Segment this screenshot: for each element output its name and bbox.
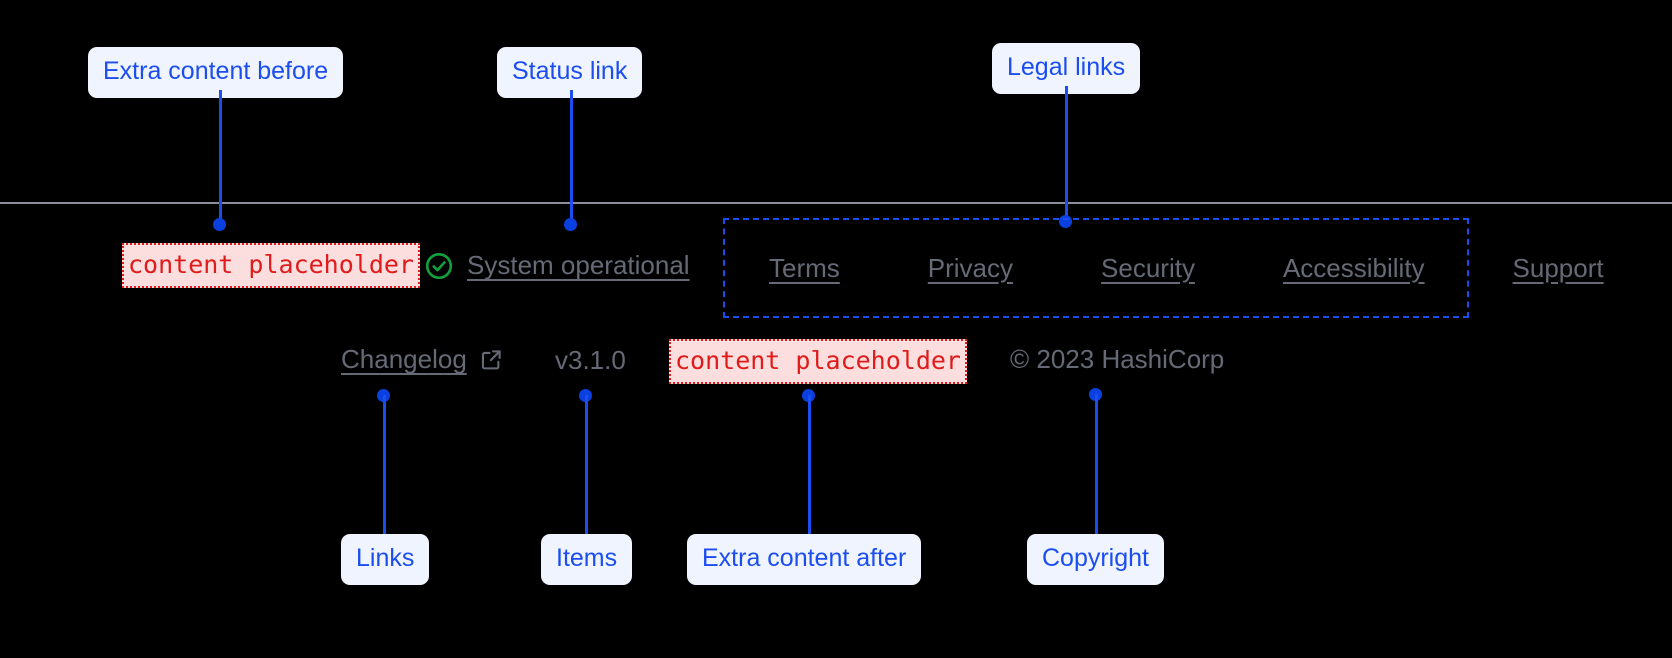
changelog-link-label: Changelog (341, 344, 467, 374)
leader-line-status (570, 90, 573, 224)
status-link[interactable]: System operational (424, 250, 690, 281)
leader-line-items (585, 395, 588, 535)
legal-links-list: Terms Privacy Security Accessibility Sup… (725, 253, 1648, 284)
legal-link-security[interactable]: Security (1101, 252, 1195, 283)
annotation-items: Items (541, 534, 633, 585)
legal-link-privacy[interactable]: Privacy (927, 252, 1014, 283)
external-link-icon (479, 347, 504, 372)
leader-line-extra-before (219, 90, 222, 224)
copyright-text: © 2023 HashiCorp (1010, 344, 1225, 374)
copyright-text-wrap: © 2023 HashiCorp (1010, 344, 1224, 375)
annotation-legal-links: Legal links (992, 43, 1141, 94)
legal-links-group: Terms Privacy Security Accessibility Sup… (723, 218, 1604, 318)
annotation-links: Links (341, 534, 430, 585)
annotation-extra-content-after: Extra content after (687, 534, 922, 585)
footer-top-divider (0, 202, 1672, 204)
check-circle-icon (424, 251, 454, 281)
leader-dot-extra-before (213, 218, 226, 231)
legal-link-support[interactable]: Support (1512, 252, 1604, 283)
legal-link-accessibility[interactable]: Accessibility (1282, 252, 1425, 283)
footer-placeholder-after-wrap: content placeholder (669, 339, 967, 384)
content-placeholder-before: content placeholder (122, 243, 420, 288)
leader-line-legal (1065, 86, 1068, 221)
leader-line-links (383, 395, 386, 535)
changelog-link[interactable]: Changelog (341, 344, 504, 375)
footer-placeholder-before-wrap: content placeholder (122, 243, 420, 288)
leader-line-extra-after (808, 395, 811, 535)
annotation-copyright: Copyright (1027, 534, 1164, 585)
leader-dot-status (564, 218, 577, 231)
legal-link-terms[interactable]: Terms (769, 252, 840, 283)
version-label: v3.1.0 (555, 345, 626, 375)
status-link-label: System operational (467, 250, 690, 280)
annotation-extra-content-before: Extra content before (88, 47, 344, 98)
leader-line-copyright (1095, 394, 1098, 534)
annotation-status-link: Status link (497, 47, 643, 98)
content-placeholder-after: content placeholder (669, 339, 967, 384)
version-label-wrap: v3.1.0 (555, 345, 626, 376)
